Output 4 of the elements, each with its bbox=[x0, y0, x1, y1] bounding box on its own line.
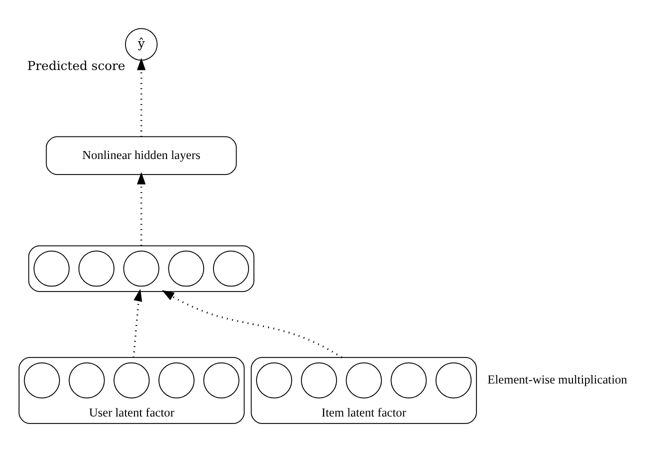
node-label: Predicted score bbox=[27, 58, 126, 73]
node-label: User latent factor bbox=[88, 405, 174, 420]
label: Element-wise multiplication bbox=[488, 372, 628, 386]
node-label: Item latent factor bbox=[322, 405, 406, 420]
